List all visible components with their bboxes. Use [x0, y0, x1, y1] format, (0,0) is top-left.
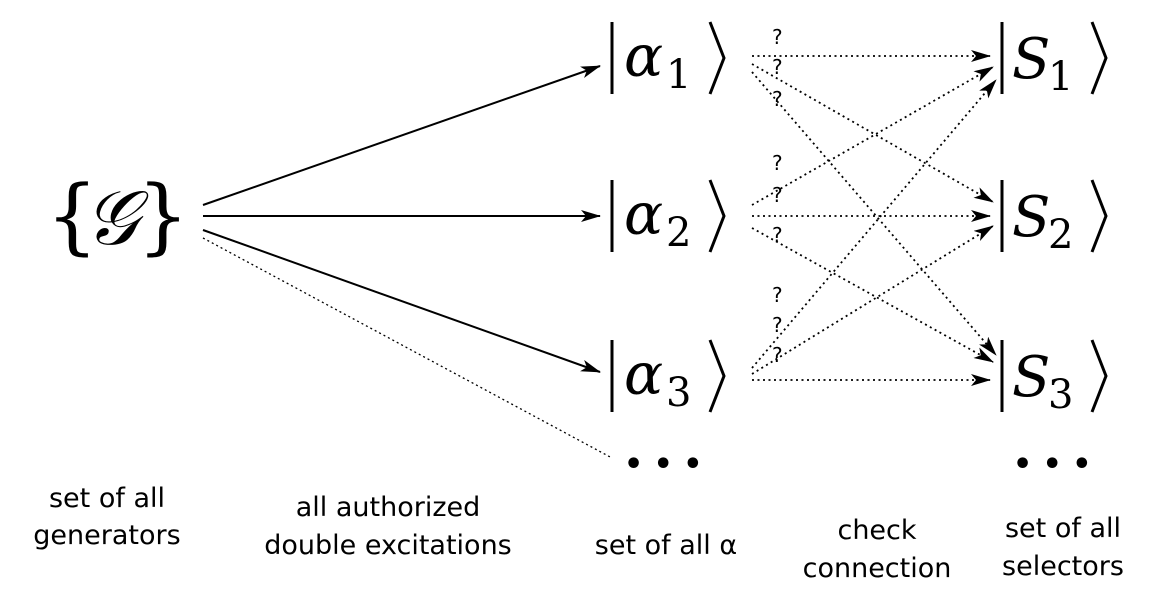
caption-alphas: set of all α: [595, 530, 737, 561]
selector-kets: S 1 S 2 S 3: [1000, 21, 1108, 418]
qmark: ?: [772, 183, 783, 207]
selector-ellipsis: • • •: [1013, 447, 1091, 482]
selector-symbol: S: [1012, 185, 1050, 250]
alpha-symbol: α: [624, 22, 663, 90]
qmark: ?: [772, 223, 783, 247]
qmark: ?: [772, 151, 783, 175]
conn-alpha2-s3: [751, 227, 994, 363]
arrow-generators-to-alpha-3: [202, 229, 601, 373]
qmark: ?: [772, 25, 783, 49]
connection-arrows: [751, 50, 997, 386]
alpha-index: 1: [666, 52, 691, 98]
ket-angle: [708, 339, 726, 413]
alpha-index: 3: [666, 370, 691, 416]
question-marks: ? ? ? ? ? ? ? ? ?: [772, 25, 783, 367]
qmark: ?: [772, 343, 783, 367]
selector-ket-1: S 1: [1000, 21, 1108, 100]
selector-ket-3: S 3: [1000, 339, 1108, 418]
selector-index: 2: [1048, 212, 1073, 258]
generators-node: { 𝒢 }: [46, 169, 189, 264]
conn-alpha2-s1: [751, 66, 994, 206]
conn-alpha3-s1: [751, 79, 997, 369]
conn-alpha3-s2: [751, 225, 994, 375]
alpha-ket-1: α 1: [610, 21, 726, 98]
selector-symbol: S: [1012, 345, 1050, 410]
caption-generators-line-1: set of all: [49, 483, 165, 514]
generators-close-brace: }: [137, 169, 189, 264]
alpha-index: 2: [666, 210, 691, 256]
arrow-generators-to-alpha-1: [202, 65, 601, 206]
ket-angle: [708, 179, 726, 253]
generator-arrows: [202, 65, 613, 459]
caption-selectors-line-2: selectors: [1002, 551, 1124, 582]
qmark: ?: [772, 313, 783, 337]
ket-angle: [1090, 339, 1108, 413]
caption-generators-line-2: generators: [33, 520, 180, 551]
selector-index: 3: [1048, 372, 1073, 418]
qmark: ?: [772, 55, 783, 79]
selector-ket-2: S 2: [1000, 179, 1108, 258]
ket-angle: [708, 21, 726, 95]
alpha-ket-3: α 3: [610, 339, 726, 416]
selector-symbol: S: [1012, 27, 1050, 92]
generators-open-brace: {: [46, 169, 98, 264]
alpha-symbol: α: [624, 180, 663, 248]
qmark: ?: [772, 87, 783, 111]
caption-check-line-1: check: [837, 515, 916, 546]
caption-check-line-2: connection: [803, 553, 952, 584]
captions: set of all generators all authorized dou…: [33, 483, 1124, 584]
dotted-generators-to-more: [202, 237, 613, 459]
conn-alpha1-s2: [751, 63, 994, 203]
conn-alpha1-s3: [751, 71, 997, 356]
caption-excitations-line-1: all authorized: [296, 492, 481, 523]
alpha-ellipsis: • • •: [624, 447, 702, 482]
alpha-kets: α 1 α 2 α 3: [610, 21, 726, 416]
ket-angle: [1090, 21, 1108, 95]
alpha-ket-2: α 2: [610, 179, 726, 256]
caption-selectors-line-1: set of all: [1005, 513, 1121, 544]
ket-angle: [1090, 179, 1108, 253]
alpha-symbol: α: [624, 340, 663, 408]
selector-index: 1: [1048, 54, 1073, 100]
qmark: ?: [772, 283, 783, 307]
caption-excitations-line-2: double excitations: [264, 530, 512, 561]
